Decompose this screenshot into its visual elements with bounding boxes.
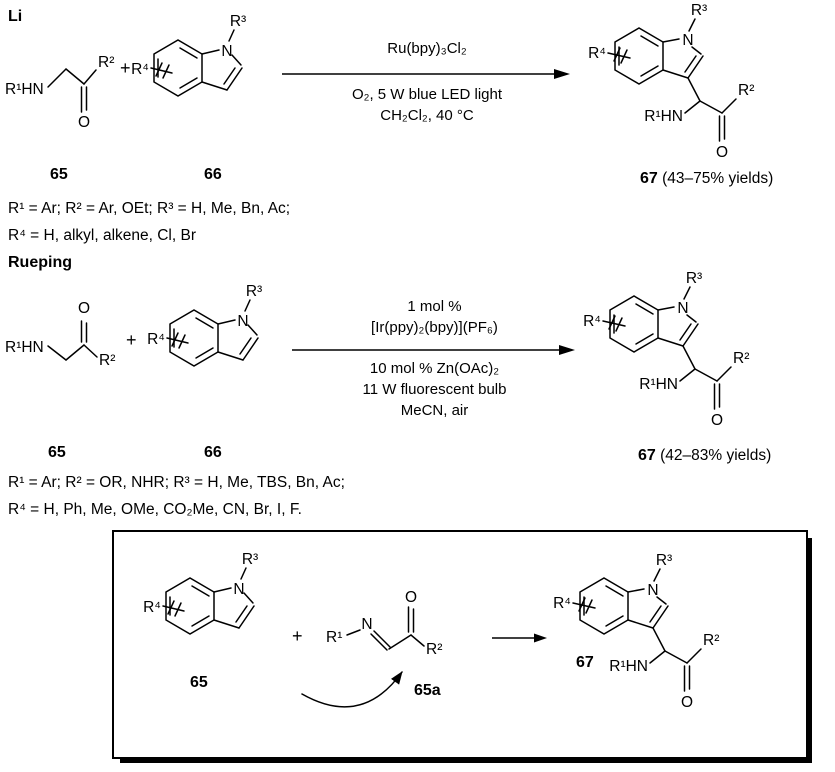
product-67-structure [587,4,756,162]
reaction-arrow [492,633,547,643]
rueping-reagent-line1: 1 mol % [407,298,462,315]
product-67-yield: (42–83% yields) [655,447,772,464]
reaction-arrow [282,69,570,79]
reaction-arrow [292,345,575,355]
indole-66-structure [130,12,247,97]
indole-66-label: 66 [204,166,222,183]
indole-65-structure [142,550,259,635]
product-67-caption: 67 (43–75% yields) [640,170,773,188]
rueping-conditions-line3: MeCN, air [400,402,469,419]
product-67-label: 67 [640,170,658,187]
product-67-label: 67 [638,447,656,464]
rueping-conditions-line2: 11 W fluorescent bulb [362,381,507,398]
rueping-r-definitions-line2: R⁴ = H, Ph, Me, OMe, CO₂Me, CN, Br, I, F… [8,501,302,518]
product-67-caption: 67 (42–83% yields) [638,447,771,465]
li-conditions-line1: O₂, 5 W blue LED light [351,86,503,103]
li-reagent-above-arrow: Ru(bpy)₃Cl₂ [387,40,467,57]
li-heading: Li [8,8,23,25]
substrate-65-structure [4,299,117,370]
rueping-reagents-above-arrow: 1 mol % [Ir(ppy)₂(bpy)](PF₆) [292,296,577,338]
mechanism-box: 65 + 65a 67 [112,530,808,759]
rueping-r-definitions-line1: R¹ = Ar; R² = OR, NHR; R³ = H, Me, TBS, … [8,474,345,491]
substrate-65-structure [4,53,116,132]
product-67-yield: (43–75% yields) [657,170,774,187]
curved-electron-arrow [301,671,403,708]
rueping-heading: Rueping [8,254,72,271]
plus-sign: + [292,626,303,646]
plus-sign: + [120,58,131,78]
li-r-definitions-line1: R¹ = Ar; R² = Ar, OEt; R³ = H, Me, Bn, A… [8,200,291,217]
product-67-structure [552,554,721,712]
substrate-65-label: 65 [48,444,66,461]
indole-66-structure [146,282,263,367]
rueping-reagent-line2: [Ir(ppy)₂(bpy)](PF₆) [371,319,498,336]
plus-sign: + [126,330,137,350]
rueping-conditions-below-arrow: 10 mol % Zn(OAc)₂ 11 W fluorescent bulb … [292,358,577,421]
box-imine-label: 65a [414,682,441,699]
product-67-structure [582,272,751,430]
li-conditions-below-arrow: O₂, 5 W blue LED light CH₂Cl₂, 40 °C [282,84,572,126]
box-indole-label: 65 [190,674,208,691]
indole-66-label: 66 [204,444,222,461]
li-r-definitions-line2: R⁴ = H, alkyl, alkene, Cl, Br [8,227,196,244]
substrate-65-label: 65 [50,166,68,183]
box-product-label: 67 [576,654,594,671]
rueping-conditions-line1: 10 mol % Zn(OAc)₂ [369,360,500,377]
li-conditions-line2: CH₂Cl₂, 40 °C [380,107,474,124]
